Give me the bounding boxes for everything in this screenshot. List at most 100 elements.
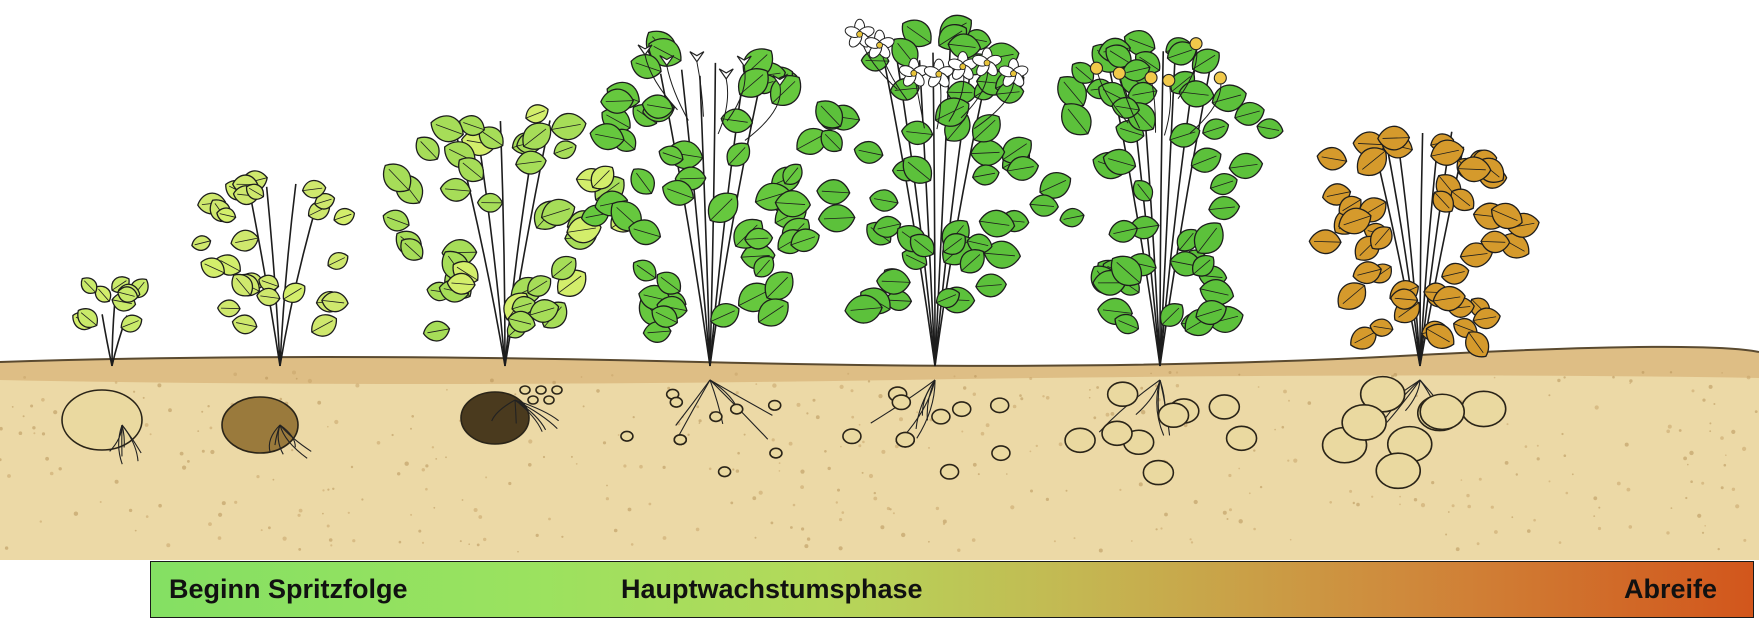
- soil-speck: [755, 383, 757, 385]
- soil-speck: [1697, 514, 1701, 518]
- soil-speck: [973, 393, 976, 396]
- soil-speck: [1537, 457, 1540, 460]
- soil-speck: [858, 444, 861, 447]
- soil-speck: [1721, 372, 1723, 374]
- soil-speck: [730, 502, 733, 505]
- soil-speck: [571, 456, 573, 458]
- soil-speck: [772, 438, 775, 441]
- soil-speck: [736, 469, 739, 472]
- soil-speck: [986, 423, 990, 427]
- soil-speck: [1227, 518, 1229, 520]
- soil-speck: [1687, 464, 1689, 466]
- seed-tuber-old: [222, 397, 298, 453]
- tuber: [769, 401, 781, 411]
- soil-speck: [1054, 540, 1056, 542]
- soil-speck: [1452, 504, 1455, 507]
- tuber: [1159, 403, 1189, 427]
- soil-speck: [936, 507, 939, 510]
- soil-speck: [490, 379, 494, 383]
- soil-speck: [477, 544, 480, 547]
- soil-speck: [954, 375, 956, 377]
- soil-speck: [187, 460, 190, 463]
- soil-speck: [1461, 479, 1463, 481]
- soil-speck: [618, 434, 620, 436]
- soil-speck: [1456, 547, 1460, 551]
- soil-speck: [543, 456, 545, 458]
- stem: [700, 76, 710, 366]
- soil-speck: [291, 449, 293, 451]
- soil-speck: [973, 463, 977, 467]
- soil-speck: [115, 381, 118, 384]
- tuber: [1462, 391, 1506, 426]
- soil-speck: [1533, 519, 1536, 522]
- soil-speck: [1625, 443, 1629, 447]
- soil-speck: [869, 474, 873, 478]
- soil-speck: [418, 530, 421, 533]
- soil-speck: [759, 491, 763, 495]
- soil-speck: [1140, 387, 1143, 390]
- soil-speck: [1713, 403, 1715, 405]
- soil-speck: [1066, 490, 1068, 492]
- soil-speck: [732, 468, 734, 470]
- soil-speck: [837, 489, 840, 492]
- soil-speck: [273, 479, 275, 481]
- stem: [920, 60, 935, 366]
- soil-speck: [1595, 405, 1599, 409]
- soil-speck: [411, 415, 414, 418]
- soil-speck: [528, 463, 532, 467]
- soil-speck: [1414, 498, 1417, 501]
- soil-speck: [1572, 473, 1574, 475]
- flower-stalk: [1164, 80, 1170, 135]
- tuber: [1342, 405, 1386, 440]
- soil-speck: [1421, 503, 1425, 507]
- soil-speck: [1353, 502, 1355, 504]
- soil-speck: [1131, 540, 1133, 542]
- seed-tuber-rotten: [461, 392, 529, 444]
- soil-speck: [1629, 525, 1633, 529]
- soil-speck: [425, 464, 428, 467]
- label-spray-start: Beginn Spritzfolge: [169, 562, 408, 617]
- soil-speck: [816, 415, 820, 419]
- soil-speck: [422, 542, 424, 544]
- soil-speck: [19, 431, 23, 435]
- soil-speck: [1093, 416, 1096, 419]
- soil-speck: [606, 485, 608, 487]
- soil-speck: [133, 391, 135, 393]
- soil-speck: [330, 544, 332, 546]
- soil-speck: [1176, 384, 1179, 387]
- tuber: [1102, 421, 1132, 445]
- tuber: [991, 398, 1009, 412]
- soil-speck: [880, 525, 884, 529]
- soil-speck: [978, 473, 980, 475]
- tuber: [992, 446, 1010, 460]
- soil-speck: [1228, 474, 1231, 477]
- soil-speck: [202, 450, 205, 453]
- soil-speck: [1139, 482, 1143, 486]
- tuber-initial: [536, 386, 546, 394]
- flower-center: [911, 70, 917, 76]
- soil-speck: [1371, 496, 1373, 498]
- soil-speck: [265, 377, 268, 380]
- soil-speck: [851, 416, 854, 419]
- soil-speck: [1701, 482, 1704, 485]
- soil-speck: [709, 468, 712, 471]
- soil-speck: [296, 378, 298, 380]
- soil-speck: [299, 509, 303, 513]
- soil-speck: [800, 485, 804, 489]
- soil-speck: [528, 439, 532, 443]
- soil-speck: [50, 472, 54, 476]
- berry: [1214, 72, 1226, 84]
- soil-speck: [1549, 480, 1551, 482]
- soil-speck: [210, 427, 213, 430]
- soil-speck: [514, 393, 516, 395]
- soil-speck: [150, 433, 152, 435]
- soil-speck: [1721, 486, 1724, 489]
- soil-speck: [536, 534, 539, 537]
- soil-speck: [1477, 542, 1480, 545]
- soil-speck: [355, 384, 359, 388]
- soil-speck: [1566, 492, 1569, 495]
- tuber: [1108, 382, 1138, 406]
- soil-speck: [168, 408, 172, 412]
- tuber: [896, 432, 914, 446]
- soil-speck: [1527, 529, 1531, 533]
